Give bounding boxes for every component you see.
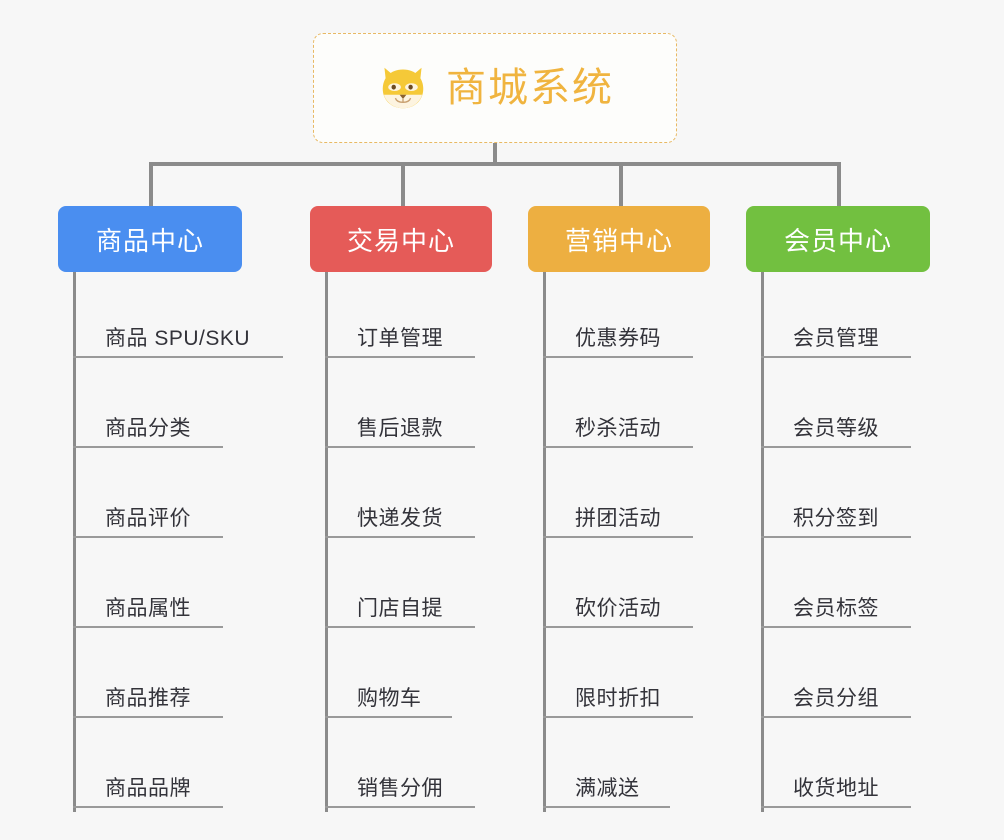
leaf-item[interactable]: 限时折扣 xyxy=(543,632,703,722)
leaf-item[interactable]: 商品推荐 xyxy=(73,632,233,722)
category-drop-connector-2 xyxy=(619,162,623,206)
leaf-item-underline xyxy=(325,626,475,628)
leaf-item-label: 商品品牌 xyxy=(105,777,191,800)
root-stem-connector xyxy=(493,143,497,165)
column-spine xyxy=(543,272,546,812)
leaf-item-label: 砍价活动 xyxy=(575,597,661,620)
leaf-item-label: 收货地址 xyxy=(793,777,879,800)
leaf-item-underline xyxy=(73,626,223,628)
category-box-2[interactable]: 营销中心 xyxy=(528,206,710,272)
leaf-item-underline xyxy=(325,716,452,718)
category-label: 营销中心 xyxy=(564,225,673,256)
leaf-item[interactable]: 优惠券码 xyxy=(543,272,703,362)
leaf-item[interactable]: 快递发货 xyxy=(325,452,485,542)
leaf-item-label: 会员等级 xyxy=(793,417,879,440)
leaf-item-label: 会员标签 xyxy=(793,597,879,620)
column-spine xyxy=(761,272,764,812)
leaf-item[interactable]: 商品属性 xyxy=(73,542,233,632)
root-node[interactable]: 商城系统 xyxy=(313,33,677,143)
leaf-item[interactable]: 会员等级 xyxy=(761,362,921,452)
horizontal-connector-bar xyxy=(150,162,840,166)
leaf-item[interactable]: 会员分组 xyxy=(761,632,921,722)
leaf-item-underline xyxy=(73,356,283,358)
category-drop-connector-1 xyxy=(401,162,405,206)
category-box-0[interactable]: 商品中心 xyxy=(58,206,242,272)
leaf-item-underline xyxy=(543,806,670,808)
leaf-item-underline xyxy=(325,356,475,358)
leaf-item-label: 门店自提 xyxy=(357,597,443,620)
leaf-item-label: 满减送 xyxy=(575,777,640,800)
leaf-item-label: 商品推荐 xyxy=(105,687,191,710)
leaf-item-underline xyxy=(543,626,693,628)
leaf-item[interactable]: 满减送 xyxy=(543,722,680,812)
leaf-item-label: 优惠券码 xyxy=(575,327,661,350)
leaf-item-label: 商品 SPU/SKU xyxy=(105,327,251,350)
category-drop-connector-3 xyxy=(837,162,841,206)
leaf-item[interactable]: 订单管理 xyxy=(325,272,485,362)
leaf-item-underline xyxy=(73,806,223,808)
leaf-item-underline xyxy=(761,536,911,538)
column-spine xyxy=(325,272,328,812)
leaf-item[interactable]: 秒杀活动 xyxy=(543,362,703,452)
leaf-item-underline xyxy=(761,626,911,628)
leaf-item-underline xyxy=(325,446,475,448)
leaf-item-underline xyxy=(761,356,911,358)
leaf-item-label: 积分签到 xyxy=(793,507,879,530)
leaf-item[interactable]: 会员标签 xyxy=(761,542,921,632)
leaf-item-underline xyxy=(325,806,475,808)
category-label: 商品中心 xyxy=(95,225,204,256)
leaf-item[interactable]: 售后退款 xyxy=(325,362,485,452)
leaf-item-underline xyxy=(761,446,911,448)
leaf-item-label: 商品属性 xyxy=(105,597,191,620)
category-label: 交易中心 xyxy=(346,225,455,256)
leaf-item-label: 快递发货 xyxy=(357,507,443,530)
shiba-dog-emoji xyxy=(382,67,424,109)
leaf-item-underline xyxy=(761,716,911,718)
leaf-item-label: 商品评价 xyxy=(105,507,191,530)
leaf-item[interactable]: 商品 SPU/SKU xyxy=(73,272,293,362)
category-label: 会员中心 xyxy=(783,225,892,256)
leaf-item-underline xyxy=(73,716,223,718)
leaf-item-label: 限时折扣 xyxy=(575,687,661,710)
leaf-item[interactable]: 销售分佣 xyxy=(325,722,485,812)
column-spine xyxy=(73,272,76,812)
leaf-item-label: 售后退款 xyxy=(357,417,443,440)
category-box-1[interactable]: 交易中心 xyxy=(310,206,492,272)
leaf-item[interactable]: 商品品牌 xyxy=(73,722,233,812)
leaf-item-label: 会员管理 xyxy=(793,327,879,350)
leaf-item-underline xyxy=(73,446,223,448)
leaf-item-underline xyxy=(543,716,693,718)
leaf-item[interactable]: 购物车 xyxy=(325,632,462,722)
leaf-item-label: 商品分类 xyxy=(105,417,191,440)
leaf-item-label: 秒杀活动 xyxy=(575,417,661,440)
leaf-item-label: 购物车 xyxy=(357,687,422,710)
category-box-3[interactable]: 会员中心 xyxy=(746,206,930,272)
leaf-item-underline xyxy=(73,536,223,538)
leaf-item[interactable]: 商品评价 xyxy=(73,452,233,542)
leaf-item-underline xyxy=(761,806,911,808)
leaf-item-label: 销售分佣 xyxy=(357,777,443,800)
leaf-item[interactable]: 门店自提 xyxy=(325,542,485,632)
leaf-item-label: 拼团活动 xyxy=(575,507,661,530)
leaf-item[interactable]: 会员管理 xyxy=(761,272,921,362)
leaf-item[interactable]: 收货地址 xyxy=(761,722,921,812)
root-title: 商城系统 xyxy=(446,66,614,110)
leaf-item[interactable]: 砍价活动 xyxy=(543,542,703,632)
leaf-item-underline xyxy=(543,536,693,538)
leaf-item-underline xyxy=(325,536,475,538)
category-drop-connector-0 xyxy=(149,162,153,206)
leaf-item-underline xyxy=(543,446,693,448)
leaf-item-label: 会员分组 xyxy=(793,687,879,710)
leaf-item-underline xyxy=(543,356,693,358)
leaf-item[interactable]: 商品分类 xyxy=(73,362,233,452)
leaf-item[interactable]: 积分签到 xyxy=(761,452,921,542)
leaf-item-label: 订单管理 xyxy=(357,327,443,350)
leaf-item[interactable]: 拼团活动 xyxy=(543,452,703,542)
